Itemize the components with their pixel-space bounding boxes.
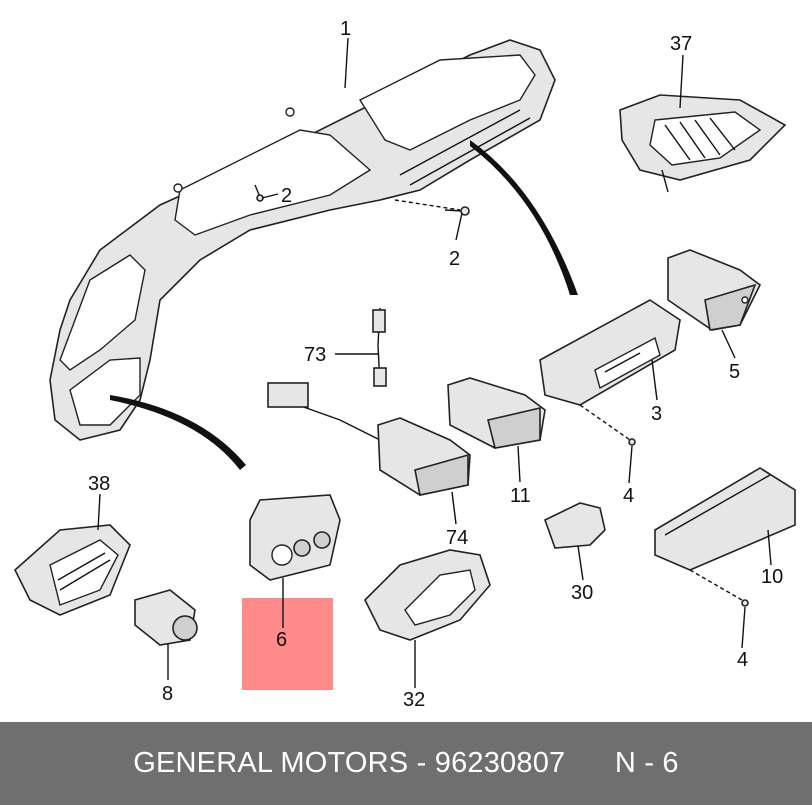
bezel-part-32 <box>364 549 491 641</box>
footer-brand: GENERAL MOTORS <box>133 747 409 779</box>
callout-37: 37 <box>670 33 692 55</box>
callout-73: 73 <box>304 344 326 366</box>
housing-part-10 <box>654 467 796 571</box>
screw-2a <box>254 184 264 202</box>
footer-part-number: 96230807 <box>434 747 566 779</box>
switch-part-74 <box>267 382 471 496</box>
leader-fan-2 <box>110 395 246 470</box>
footer-banner: GENERAL MOTORS - 96230807 N - 6 <box>0 722 812 805</box>
callout-2a: 2 <box>281 185 292 207</box>
leader-fan-1 <box>470 140 578 295</box>
callout-3: 3 <box>651 403 662 425</box>
part-6-highlight <box>242 598 333 690</box>
dashboard-panel-part <box>49 39 556 441</box>
leader-lines <box>97 37 772 688</box>
callout-2b: 2 <box>449 248 460 270</box>
callout-30: 30 <box>571 582 593 604</box>
parts-diagram: 1 2 2 37 5 73 3 11 4 74 38 6 30 10 4 8 3… <box>14 18 796 711</box>
screw-2b <box>394 199 470 216</box>
cover-part-30 <box>544 502 606 549</box>
vent-part-38 <box>14 524 131 616</box>
cable-part-73 <box>372 307 387 387</box>
switch-part-11 <box>447 377 546 449</box>
footer-separator: - <box>408 747 435 779</box>
switch-panel-part-6 <box>249 494 341 581</box>
callout-8: 8 <box>162 683 173 705</box>
footer-ref: N - 6 <box>614 747 679 779</box>
callout-6: 6 <box>276 629 287 651</box>
callout-38: 38 <box>88 473 110 495</box>
callout-11: 11 <box>510 485 531 507</box>
callout-74: 74 <box>446 527 468 549</box>
callout-1: 1 <box>340 18 351 40</box>
switch-part-5 <box>667 249 762 331</box>
switch-part-8 <box>134 589 198 646</box>
callout-5: 5 <box>729 361 740 383</box>
callout-32: 32 <box>403 689 425 711</box>
clock-display-part-3 <box>539 299 681 406</box>
callout-10: 10 <box>761 566 783 588</box>
callout-4a: 4 <box>623 485 634 507</box>
vent-part-37 <box>619 94 787 193</box>
footer-gap <box>565 747 615 780</box>
callout-4b: 4 <box>737 649 748 671</box>
